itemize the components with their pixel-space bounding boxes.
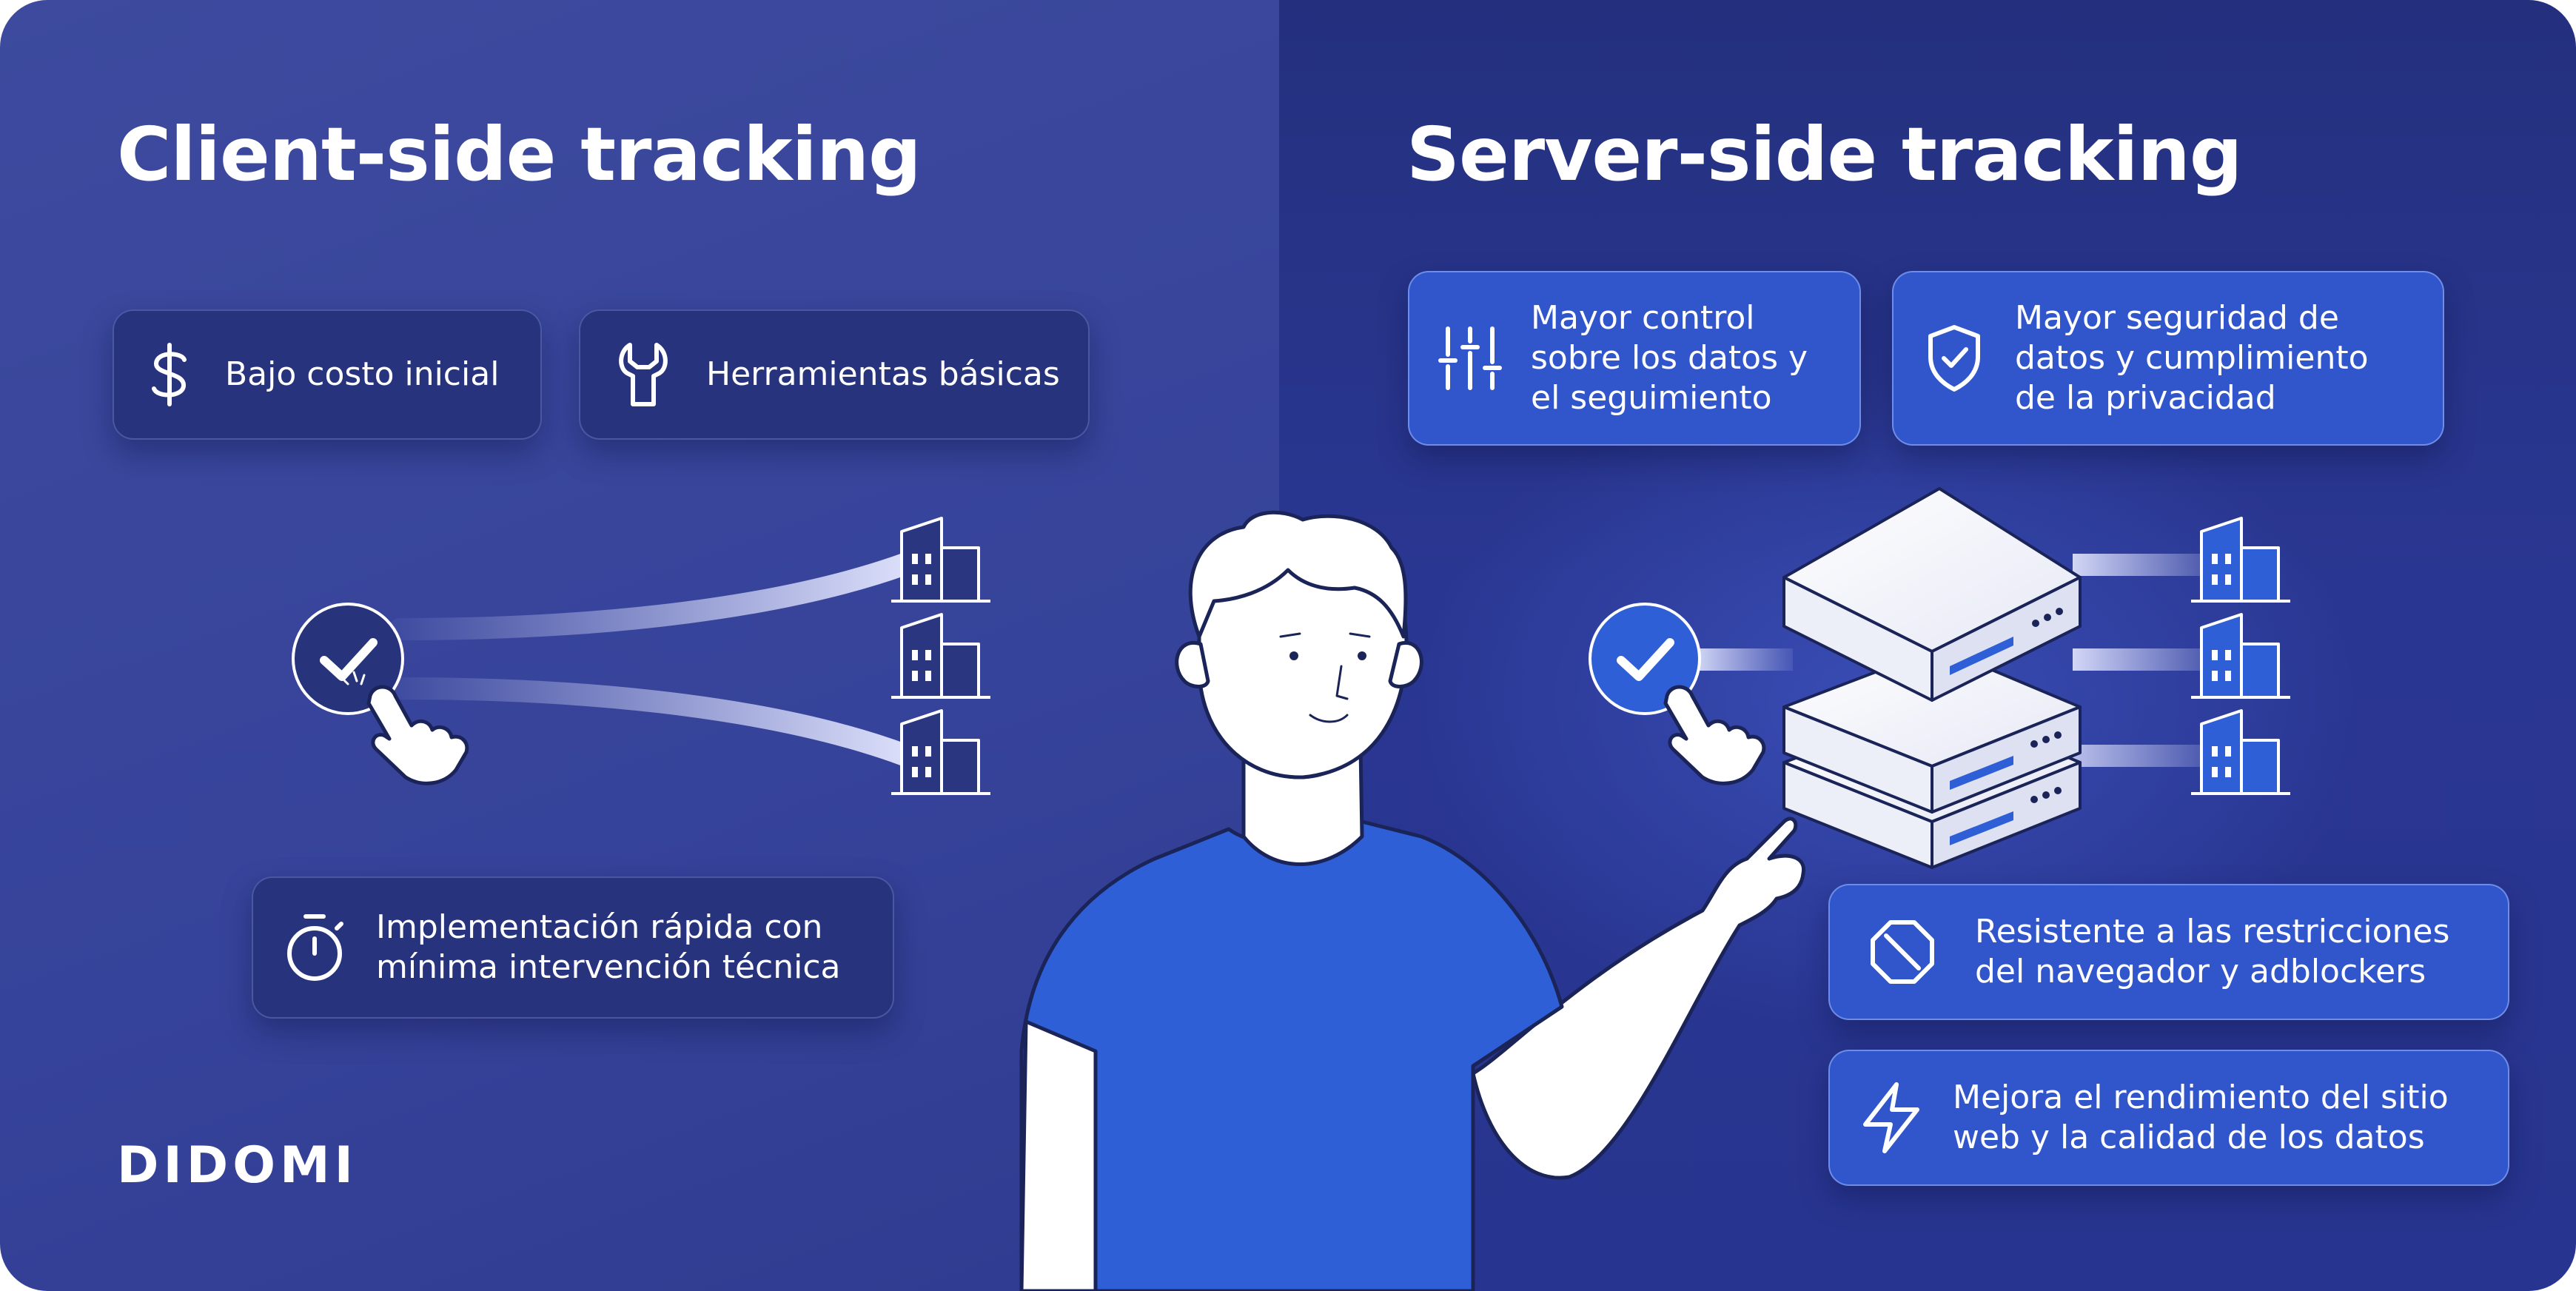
card-herramientas: Herramientas básicas <box>579 309 1090 440</box>
pointing-hand-icon <box>339 671 469 785</box>
didomi-logo: DIDOMI <box>117 1136 358 1195</box>
card-implementacion: Implementación rápida con mínima interve… <box>252 876 894 1019</box>
wrench-icon <box>580 339 706 410</box>
shield-check-icon <box>1894 323 2015 394</box>
blocked-icon <box>1830 918 1975 986</box>
building-icon <box>2191 709 2290 795</box>
lightning-icon <box>1830 1082 1953 1154</box>
building-icon <box>2191 517 2290 603</box>
card-resistente: Resistente a las restricciones del naveg… <box>1828 884 2509 1020</box>
card-label: Implementación rápida con mínima interve… <box>376 908 841 986</box>
building-icon <box>2191 613 2290 699</box>
card-label: Mayor seguridad de datos y cumplimiento … <box>2015 299 2369 417</box>
server-stack-icon <box>1782 487 2082 869</box>
card-label: Resistente a las restricciones del naveg… <box>1975 913 2450 990</box>
person-illustration <box>1019 510 1805 1291</box>
card-mayor-control: Mayor control sobre los datos y el segui… <box>1408 271 1861 446</box>
building-icon <box>891 517 990 603</box>
client-side-title: Client-side tracking <box>117 111 922 198</box>
client-data-beams <box>389 553 916 766</box>
card-label: Mejora el rendimiento del sitio web y la… <box>1953 1079 2449 1156</box>
sliders-icon <box>1409 325 1531 392</box>
card-label: Mayor control sobre los datos y el segui… <box>1531 299 1808 417</box>
server-side-title: Server-side tracking <box>1406 111 2242 198</box>
dollar-icon <box>114 341 225 408</box>
card-mayor-seguridad: Mayor seguridad de datos y cumplimiento … <box>1892 271 2444 446</box>
card-label: Herramientas básicas <box>706 355 1060 393</box>
card-label: Bajo costo inicial <box>225 355 500 393</box>
building-icon <box>891 613 990 699</box>
building-icon <box>891 709 990 795</box>
card-bajo-costo: Bajo costo inicial <box>113 309 542 440</box>
pointing-hand-icon <box>1663 685 1766 785</box>
stopwatch-icon <box>253 912 376 983</box>
check-icon <box>1589 603 1701 715</box>
card-rendimiento: Mejora el rendimiento del sitio web y la… <box>1828 1050 2509 1186</box>
